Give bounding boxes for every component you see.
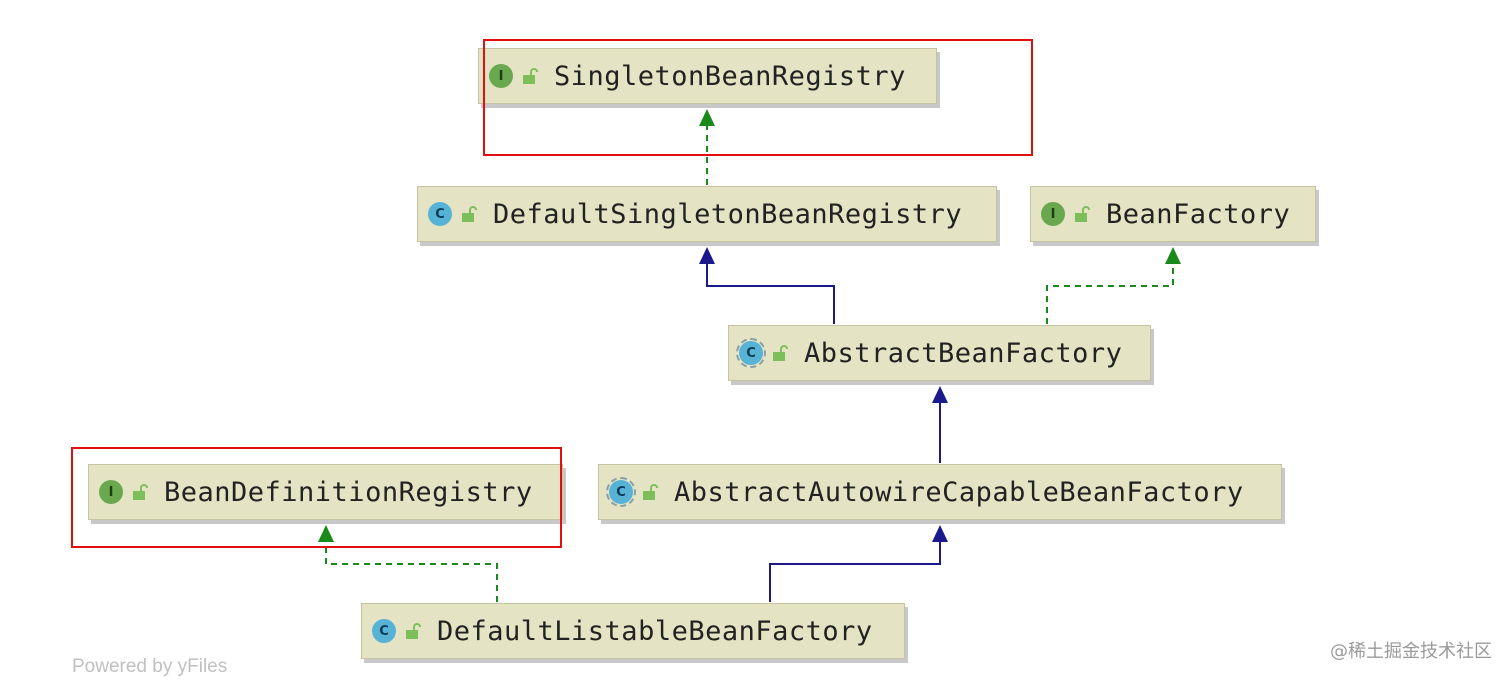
node-label: BeanDefinitionRegistry	[164, 476, 533, 508]
node-abstract-autowire-capable-bean-factory[interactable]: C AbstractAutowireCapableBeanFactory	[598, 464, 1282, 520]
highlight-box-singleton-bean-registry	[483, 39, 1033, 156]
edge-abstractBeanFactory-implements-beanFactory	[1046, 247, 1181, 324]
node-bean-factory[interactable]: I BeanFactory	[1030, 186, 1316, 242]
node-label: AbstractBeanFactory	[804, 337, 1123, 369]
public-lock-icon	[406, 623, 421, 639]
interface-icon: I	[1041, 202, 1065, 226]
node-label: DefaultSingletonBeanRegistry	[493, 198, 963, 230]
public-lock-icon	[643, 484, 658, 500]
watermark: @稀土掘金技术社区	[1330, 641, 1492, 662]
public-lock-icon	[523, 68, 538, 84]
abstract-class-icon: C	[606, 477, 636, 507]
node-label: AbstractAutowireCapableBeanFactory	[674, 476, 1244, 508]
edge-abstractBeanFactory-extends-defaultSingleton	[699, 247, 835, 324]
class-icon: C	[372, 619, 396, 643]
interface-icon: I	[99, 480, 123, 504]
abstract-class-icon: C	[736, 338, 766, 368]
edge-defaultSingleton-implements-singleton	[699, 109, 715, 185]
class-icon: C	[428, 202, 452, 226]
node-bean-definition-registry[interactable]: I BeanDefinitionRegistry	[88, 464, 563, 520]
edge-abstractAutowire-extends-abstractBeanFactory	[932, 386, 948, 463]
powered-by-yfiles: Powered by yFiles	[72, 656, 228, 677]
node-default-listable-bean-factory[interactable]: C DefaultListableBeanFactory	[361, 603, 905, 659]
public-lock-icon	[462, 206, 477, 222]
highlight-box-bean-definition-registry	[71, 447, 562, 548]
public-lock-icon	[773, 345, 788, 361]
public-lock-icon	[1075, 206, 1090, 222]
edge-defaultListable-extends-abstractAutowire	[769, 525, 948, 602]
node-label: SingletonBeanRegistry	[554, 60, 906, 92]
interface-icon: I	[489, 64, 513, 88]
public-lock-icon	[133, 484, 148, 500]
node-abstract-bean-factory[interactable]: C AbstractBeanFactory	[728, 325, 1151, 381]
node-label: BeanFactory	[1106, 198, 1291, 230]
node-label: DefaultListableBeanFactory	[437, 615, 873, 647]
node-singleton-bean-registry[interactable]: I SingletonBeanRegistry	[478, 48, 937, 104]
node-default-singleton-bean-registry[interactable]: C DefaultSingletonBeanRegistry	[417, 186, 997, 242]
edge-defaultListable-implements-beanDefinitionRegistry	[318, 525, 498, 602]
